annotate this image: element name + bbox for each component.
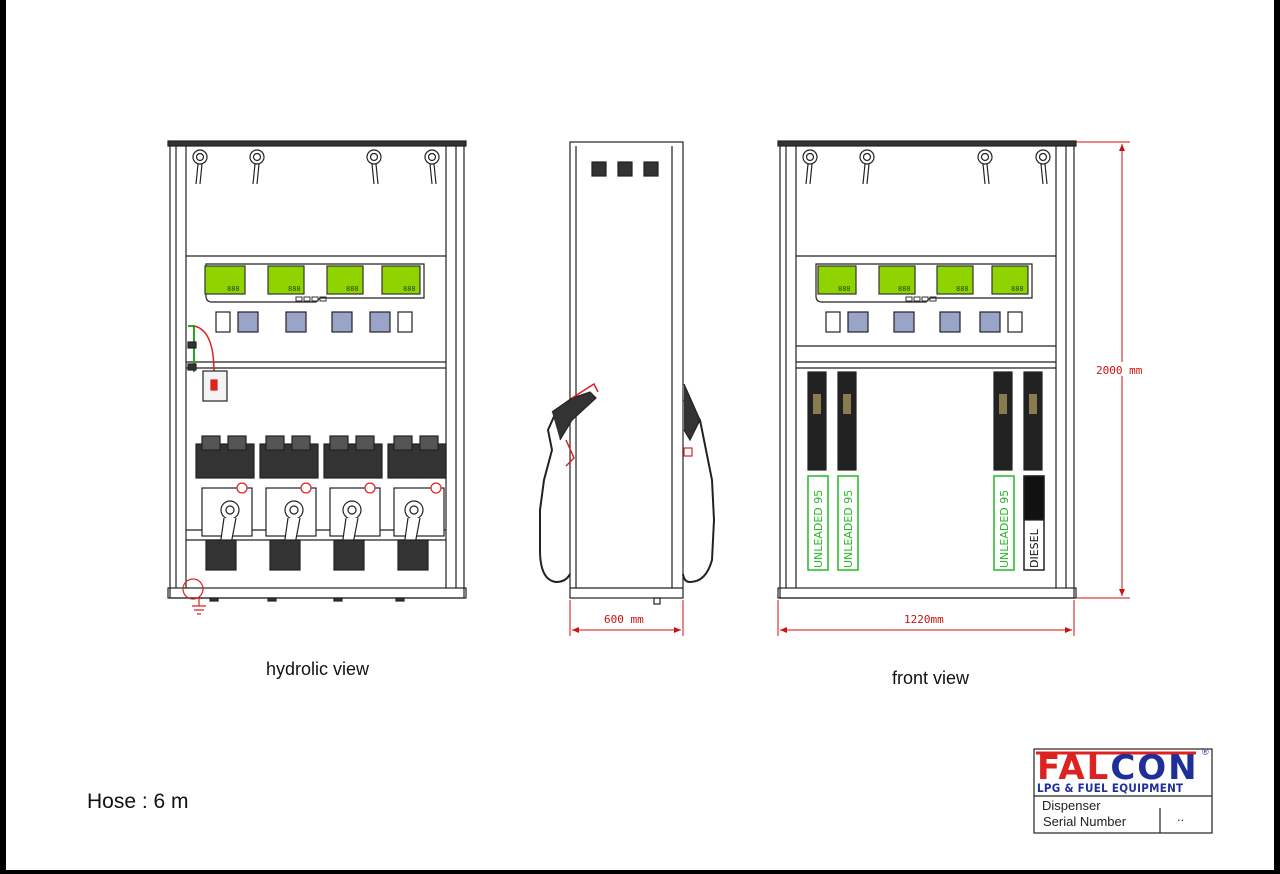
hose-note: Hose : 6 m (87, 790, 189, 813)
width-dimension: 1220mm (904, 613, 944, 626)
display-digits: 888 (346, 285, 359, 293)
display-readouts: 888 888 888 888 888 888 888 888 (227, 285, 1024, 293)
serial-number-value: .. (1177, 809, 1185, 824)
hydraulic-view (167, 140, 467, 615)
side-view (539, 141, 716, 605)
technical-drawing: UNLEADED 95 UNLEADED 95 UNLEADED 95 DIES… (167, 140, 1213, 834)
registered-mark: ® (1202, 747, 1209, 757)
drawing-sheet: UNLEADED 95 UNLEADED 95 UNLEADED 95 DIES… (6, 0, 1274, 870)
logo-con: CON (1110, 748, 1199, 788)
display-digits: 888 (403, 285, 416, 293)
front-view-label: front view (892, 668, 970, 688)
nozzle-label-4: DIESEL (1028, 528, 1041, 568)
falcon-logo: FALCON (1037, 751, 1199, 785)
display-digits: 888 (1011, 285, 1024, 293)
display-digits: 888 (956, 285, 969, 293)
pump-units (195, 435, 447, 571)
display-digits: 888 (288, 285, 301, 293)
nozzle-label-1: UNLEADED 95 (812, 490, 825, 568)
front-view (777, 140, 1077, 599)
nozzle-hooks (192, 149, 440, 185)
nozzle-label-2: UNLEADED 95 (842, 490, 855, 568)
display-digits: 888 (838, 285, 851, 293)
nozzle-label-3: UNLEADED 95 (998, 490, 1011, 568)
hydraulic-view-label: hydrolic view (266, 659, 370, 679)
display-digits: 888 (227, 285, 240, 293)
dispenser-label: Dispenser (1042, 798, 1101, 813)
height-dimension: 2000 mm (1096, 364, 1143, 377)
logo-subtitle: LPG & FUEL EQUIPMENT (1037, 781, 1184, 795)
serial-number-label: Serial Number (1043, 814, 1127, 829)
depth-dimension: 600 mm (604, 613, 644, 626)
title-block-frame (1033, 748, 1213, 834)
logo-fa: FAL (1037, 748, 1111, 788)
display-digits: 888 (898, 285, 911, 293)
nozzle-labels: UNLEADED 95 UNLEADED 95 UNLEADED 95 DIES… (812, 490, 1041, 568)
title-block: FALCON ® LPG & FUEL EQUIPMENT Dispenser … (1034, 747, 1214, 833)
